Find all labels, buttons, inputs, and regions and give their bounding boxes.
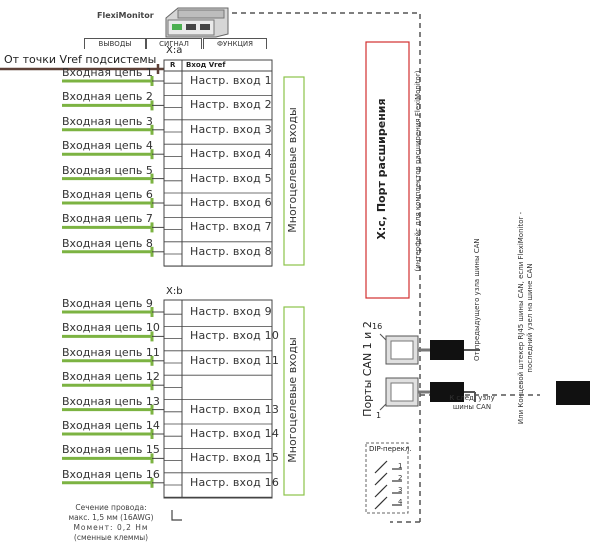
group-box-b [283, 306, 305, 496]
connector-a-label: X:a [166, 45, 183, 56]
config-input-label: Настр. вход 3 [190, 122, 272, 136]
connector-a-frame [163, 59, 273, 267]
config-input-label: Настр. вход 4 [190, 147, 272, 161]
can-plug-prev [430, 340, 464, 360]
device-image [164, 4, 230, 38]
config-input-label: Настр. вход 2 [190, 98, 272, 112]
input-circuit-label: Входная цепь 7 [62, 212, 153, 226]
config-input-label: Настр. вход 6 [190, 196, 272, 209]
config-input-label: Настр. вход 14 [190, 427, 280, 440]
vref-label: От точки Vref подсистемы [4, 53, 157, 66]
input-circuit-label: Входная цепь 2 [62, 90, 153, 104]
wire-note-line3: Момент: 0,2 Нм [73, 523, 149, 532]
input-circuit-label: Входная цепь 12 [62, 370, 160, 384]
tab-signal: СИГНАЛ [146, 38, 202, 49]
input-circuit-label: Входная цепь 16 [62, 467, 160, 481]
group-label-a: Многоцелевые входы [286, 107, 299, 233]
dip-num-2: 2 [398, 474, 403, 482]
input-circuit-label: Входная цепь 6 [62, 188, 153, 201]
device-name: FlexiMonitor [97, 11, 154, 20]
input-circuit-label: Входная цепь 10 [62, 321, 160, 335]
wire-note-line1: Сечение провода: [75, 503, 147, 512]
group-label-b: Многоцелевые входы [286, 337, 299, 463]
input-circuit-label: Входная цепь 1 [62, 66, 153, 79]
config-input-label: Настр. вход 13 [190, 402, 280, 416]
connector-b-frame [163, 299, 273, 499]
input-circuit-label: Входная цепь 8 [62, 236, 153, 250]
wire-note-line4: (сменные клеммы) [73, 533, 149, 542]
can-next-node-label-1: К след. узлу шины CAN [449, 394, 495, 411]
config-input-label: Настр. вход 15 [190, 451, 280, 465]
config-input-label: Настр. вход 11 [190, 353, 280, 367]
dip-label: DIP-перекл. [369, 445, 412, 453]
tab-function: ФУНКЦИЯ [203, 38, 267, 49]
wire-note-line2: макс. 1,5 мм (16AWG) [68, 513, 154, 522]
config-input-label: Настр. вход 1 [190, 74, 272, 87]
column-vref-label: Вход Vref [186, 61, 226, 69]
config-input-label: Настр. вход 7 [190, 220, 272, 234]
can-prev-node-label: От предыдущего узла шины CAN [473, 238, 481, 361]
config-input-label: Настр. вход 16 [190, 475, 280, 489]
device-icon [165, 7, 229, 38]
input-circuit-label: Входная цепь 3 [62, 114, 153, 128]
connector-b-label: X:b [166, 286, 183, 297]
group-box-a [283, 76, 305, 266]
config-input-label: Настр. вход 8 [190, 244, 272, 258]
config-input-label: Настр. вход 10 [190, 329, 280, 343]
input-circuit-label: Входная цепь 13 [62, 394, 160, 408]
expansion-port-title: X:c, Порт расширения [375, 98, 388, 240]
input-circuit-label: Входная цепь 4 [62, 139, 153, 153]
expansion-port-subtitle: (интерфейс для комплектов расширения Fle… [414, 70, 422, 272]
input-circuit-label: Входная цепь 11 [62, 345, 160, 359]
can-ports-label: Порты CAN 1 и 2 [361, 321, 374, 417]
can-pin-16: 16 [372, 322, 383, 331]
can-plug-next [430, 382, 464, 402]
input-circuit-label: Входная цепь 5 [62, 163, 153, 177]
can-terminator-label: Или Концевой штекер RJ45 шины CAN, если … [517, 211, 534, 425]
config-input-label: Настр. вход 9 [190, 305, 272, 318]
expansion-port-box [365, 41, 410, 299]
can-pin-1: 1 [376, 411, 382, 420]
dip-num-3: 3 [398, 486, 403, 494]
input-circuit-label: Входная цепь 9 [62, 297, 153, 310]
can-terminator-plug [556, 381, 590, 405]
dip-num-1: 1 [398, 462, 403, 470]
wire-note: Сечение провода: макс. 1,5 мм (16AWG) Мо… [56, 503, 166, 543]
column-r-label: R [170, 61, 176, 69]
input-circuit-label: Входная цепь 14 [62, 419, 160, 432]
config-input-label: Настр. вход 5 [190, 171, 272, 185]
tab-outputs: ВЫВОДЫ [84, 38, 146, 49]
input-circuit-label: Входная цепь 15 [62, 443, 160, 457]
dip-num-4: 4 [398, 498, 403, 506]
dip-switch-box [365, 442, 409, 514]
